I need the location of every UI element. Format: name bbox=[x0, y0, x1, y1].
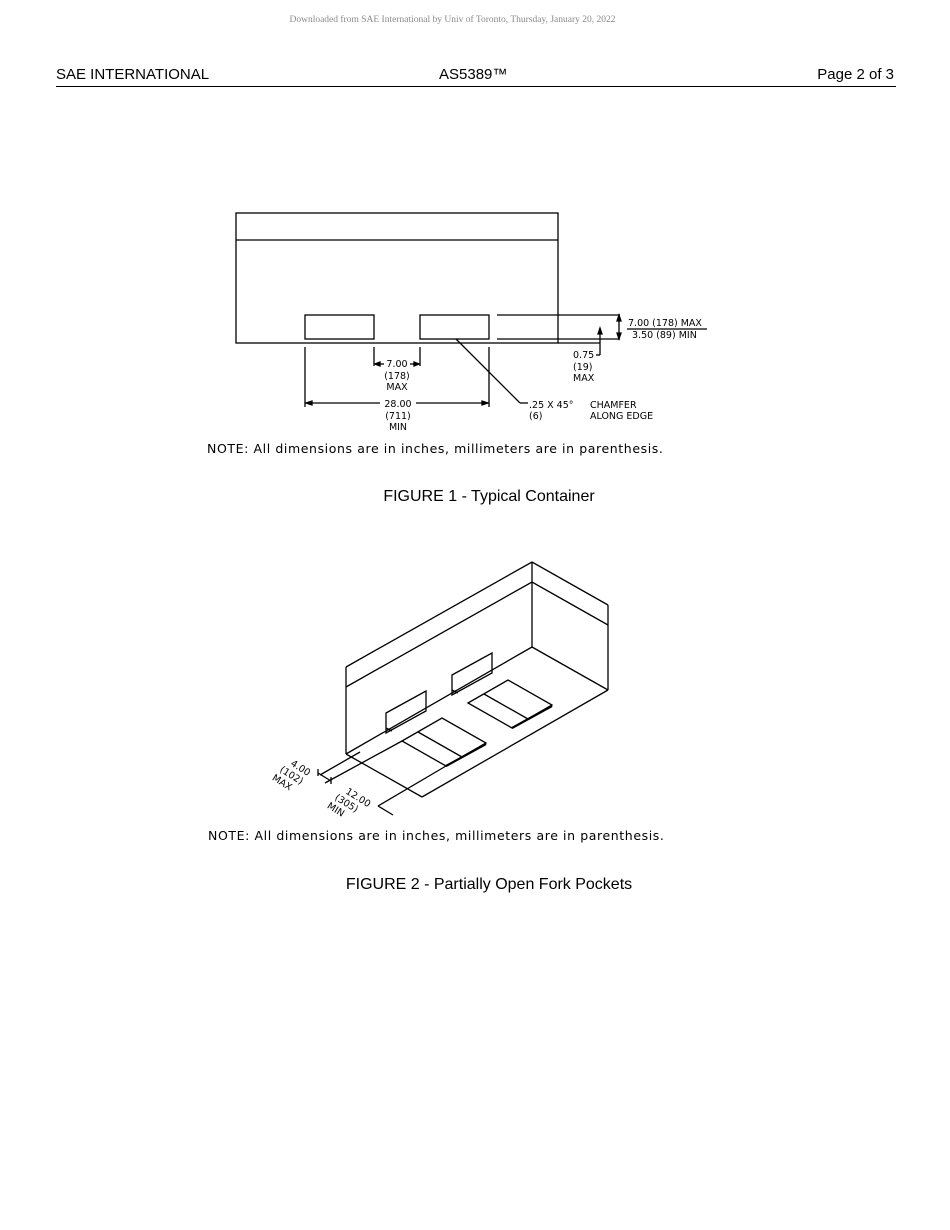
dim-chamfer: .25 X 45° bbox=[529, 400, 574, 411]
figure2-note: NOTE: All dimensions are in inches, mill… bbox=[208, 828, 664, 843]
header-organization: SAE INTERNATIONAL bbox=[56, 66, 210, 83]
dim-height-min: 3.50 (89) MIN bbox=[632, 330, 697, 341]
figure2-drawing bbox=[317, 561, 609, 816]
dim-chamfer-mm: (6) bbox=[529, 411, 542, 422]
figure1-note: NOTE: All dimensions are in inches, mill… bbox=[207, 441, 663, 456]
dim-height-max: 7.00 (178) MAX bbox=[628, 318, 702, 329]
dim-pocket-spacing-mm: (711) bbox=[385, 411, 411, 422]
dim-chamfer-label-2: ALONG EDGE bbox=[590, 411, 653, 422]
dim-base-offset-qualifier: MAX bbox=[573, 373, 595, 384]
page-header: SAE INTERNATIONAL AS5389™ Page 2 of 3 bbox=[56, 66, 896, 87]
header-page-number: Page 2 of 3 bbox=[817, 66, 894, 83]
dim-pocket-spacing: 28.00 bbox=[384, 399, 411, 410]
download-watermark: Downloaded from SAE International by Uni… bbox=[289, 15, 616, 25]
dim-base-offset-mm: (19) bbox=[573, 362, 593, 373]
dim-pocket-width-qualifier: MAX bbox=[386, 382, 408, 393]
figure2-caption: FIGURE 2 - Partially Open Fork Pockets bbox=[345, 876, 633, 893]
figure1-caption: FIGURE 1 - Typical Container bbox=[383, 488, 595, 505]
dim-pocket-spacing-qualifier: MIN bbox=[389, 422, 407, 433]
dim-pocket-width-mm: (178) bbox=[384, 371, 410, 382]
dim-base-offset: 0.75 bbox=[573, 350, 594, 361]
dim-pocket-width: 7.00 bbox=[386, 359, 407, 370]
dim-chamfer-label: CHAMFER bbox=[590, 400, 637, 411]
header-document-id: AS5389™ bbox=[439, 66, 508, 83]
figure1-drawing bbox=[235, 212, 707, 407]
